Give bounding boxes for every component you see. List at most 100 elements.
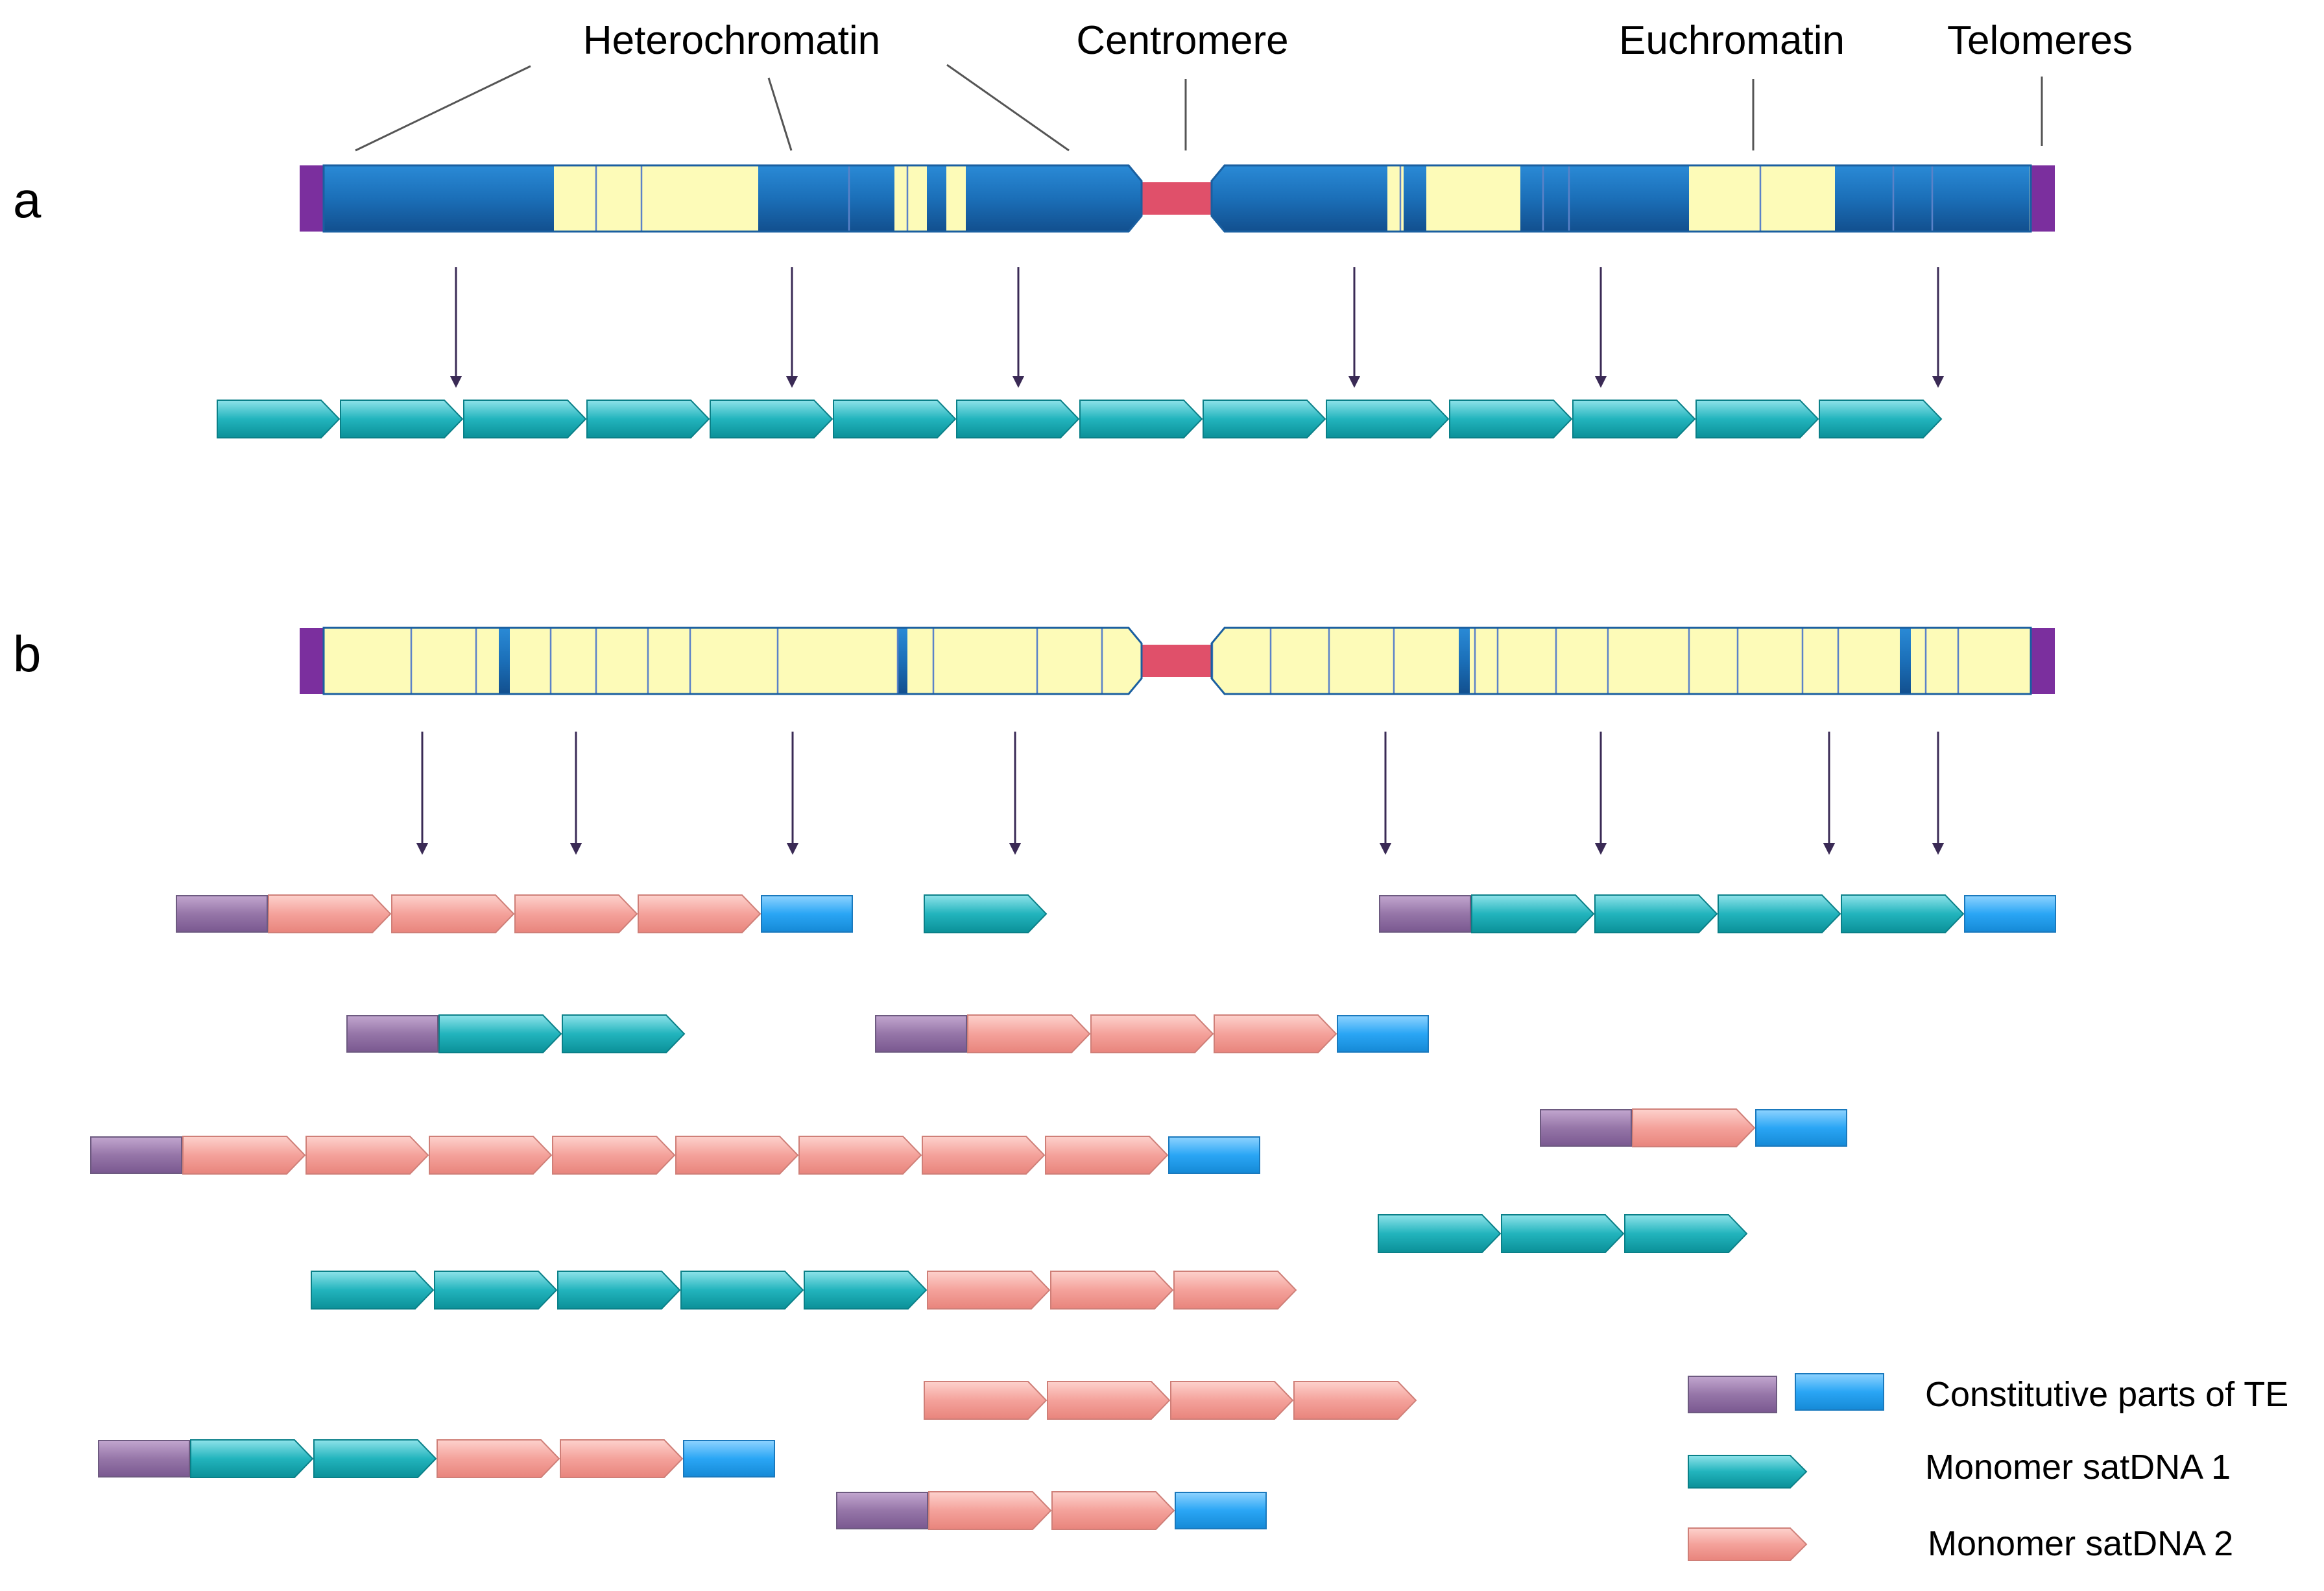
chromatin-band	[1520, 165, 1689, 232]
arm-base	[1212, 628, 2031, 694]
te-right-part	[761, 895, 853, 933]
legend-sat2-swatch	[1688, 1527, 1808, 1561]
te-left-part	[875, 1015, 967, 1053]
down-arrow-head	[570, 843, 582, 855]
satdna1-monomer	[190, 1439, 314, 1478]
te-left-part	[98, 1440, 190, 1477]
down-arrow-head	[1012, 376, 1024, 388]
legend-sat1-swatch	[1688, 1455, 1808, 1489]
satdna2-monomer	[922, 1136, 1046, 1175]
satdna1-monomer	[217, 400, 341, 438]
satdna2-monomer	[638, 894, 761, 933]
legend-sat1-label: Monomer satDNA 1	[1925, 1448, 2231, 1487]
satdna1-monomer	[562, 1014, 686, 1053]
satdna-array-b3	[1379, 894, 2056, 933]
satdna-array-b4	[346, 1014, 686, 1053]
te-right-part	[683, 1440, 775, 1477]
chromatin-band	[898, 628, 907, 694]
legend: Constitutive parts of TE Monomer satDNA …	[1688, 1373, 2288, 1563]
chromatin-band	[1459, 628, 1470, 694]
te-right-part	[1168, 1136, 1260, 1174]
satdna1-monomer	[1471, 894, 1595, 933]
down-arrow-head	[1348, 376, 1360, 388]
legend-te-label: Constitutive parts of TE	[1925, 1375, 2288, 1414]
down-arrow-head	[1823, 843, 1835, 855]
telomere-left	[300, 165, 324, 232]
te-right-part	[1337, 1015, 1429, 1053]
satdna2-monomer	[1214, 1014, 1337, 1053]
satdna2-monomer	[927, 1271, 1051, 1310]
satdna1-monomer	[438, 1014, 562, 1053]
te-right-part	[1175, 1492, 1267, 1529]
chromatin-band	[758, 165, 894, 232]
satdna2-monomer	[928, 1491, 1052, 1530]
satdna-array-b6	[90, 1136, 1260, 1175]
chromosome-a	[300, 164, 2055, 233]
chromatin-band	[1404, 165, 1426, 232]
arm-base	[324, 628, 1142, 694]
satdna2-monomer	[429, 1136, 553, 1175]
satdna2-monomer	[437, 1439, 560, 1478]
satdna-array-b7	[1540, 1108, 1847, 1147]
centromere	[1135, 182, 1218, 215]
satdna1-monomer	[680, 1271, 804, 1310]
satdna1-monomer	[1449, 400, 1573, 438]
chromosome-arm-left	[324, 628, 1142, 694]
te-left-part	[836, 1492, 928, 1529]
satdna1-monomer	[434, 1271, 558, 1310]
label-telomeres: Telomeres	[1947, 18, 2133, 63]
satdna-array-a-row	[217, 400, 1943, 438]
satdna2-monomer	[1090, 1014, 1214, 1053]
te-left-part	[90, 1136, 182, 1174]
satdna2-monomer	[675, 1136, 799, 1175]
satdna1-monomer	[1378, 1214, 1502, 1253]
satdna1-monomer	[586, 400, 710, 438]
satdna2-monomer	[391, 894, 515, 933]
te-right-part	[1964, 895, 2056, 933]
satdna-array-b10	[924, 1381, 1417, 1420]
down-arrow-head	[1009, 843, 1021, 855]
arm-outline-right	[1210, 164, 2032, 233]
leader-line-heterochromatin-mid	[767, 77, 793, 151]
satdna1-monomer	[463, 400, 587, 438]
satdna-arrays	[90, 400, 2056, 1530]
satdna1-monomer	[1203, 400, 1326, 438]
satdna2-monomer	[305, 1136, 429, 1175]
satdna2-monomer	[552, 1136, 676, 1175]
chromatin-band	[966, 165, 1142, 232]
satdna2-monomer	[182, 1136, 306, 1175]
down-arrow-head	[1380, 843, 1391, 855]
down-arrow-head	[1595, 376, 1607, 388]
leader-line-heterochromatin-left	[355, 65, 531, 152]
satdna2-monomer	[1170, 1381, 1294, 1420]
satdna2-monomer	[1173, 1271, 1297, 1310]
arm-outline-right	[1210, 627, 2032, 695]
telomere-left	[300, 628, 324, 694]
label-euchromatin: Euchromatin	[1619, 18, 1845, 63]
satdna1-monomer	[1819, 400, 1943, 438]
satdna-array-b8	[1378, 1214, 1748, 1253]
te-left-part	[1379, 895, 1471, 933]
down-arrow-head	[416, 843, 428, 855]
chromosome-b	[300, 627, 2055, 695]
chromatin-band	[927, 165, 946, 232]
satdna2-monomer	[1045, 1136, 1169, 1175]
satdna2-monomer	[1050, 1271, 1174, 1310]
chromatin-band	[1900, 628, 1911, 694]
te-right-part	[1755, 1109, 1847, 1147]
satdna1-monomer	[956, 400, 1080, 438]
satdna2-monomer	[1293, 1381, 1417, 1420]
satdna2-monomer	[514, 894, 638, 933]
satdna1-monomer	[1695, 400, 1819, 438]
chromatin-band	[1212, 165, 1387, 232]
satdna1-monomer	[1624, 1214, 1748, 1253]
chromosome-arm-right	[1212, 165, 2031, 232]
chromatin-band	[324, 165, 554, 232]
down-arrow-head	[1932, 376, 1944, 388]
satdna1-monomer	[313, 1439, 437, 1478]
satdna2-monomer	[1047, 1381, 1171, 1420]
satdna1-monomer	[710, 400, 833, 438]
panel-label-a: a	[13, 171, 42, 228]
down-arrow-head	[1932, 843, 1944, 855]
